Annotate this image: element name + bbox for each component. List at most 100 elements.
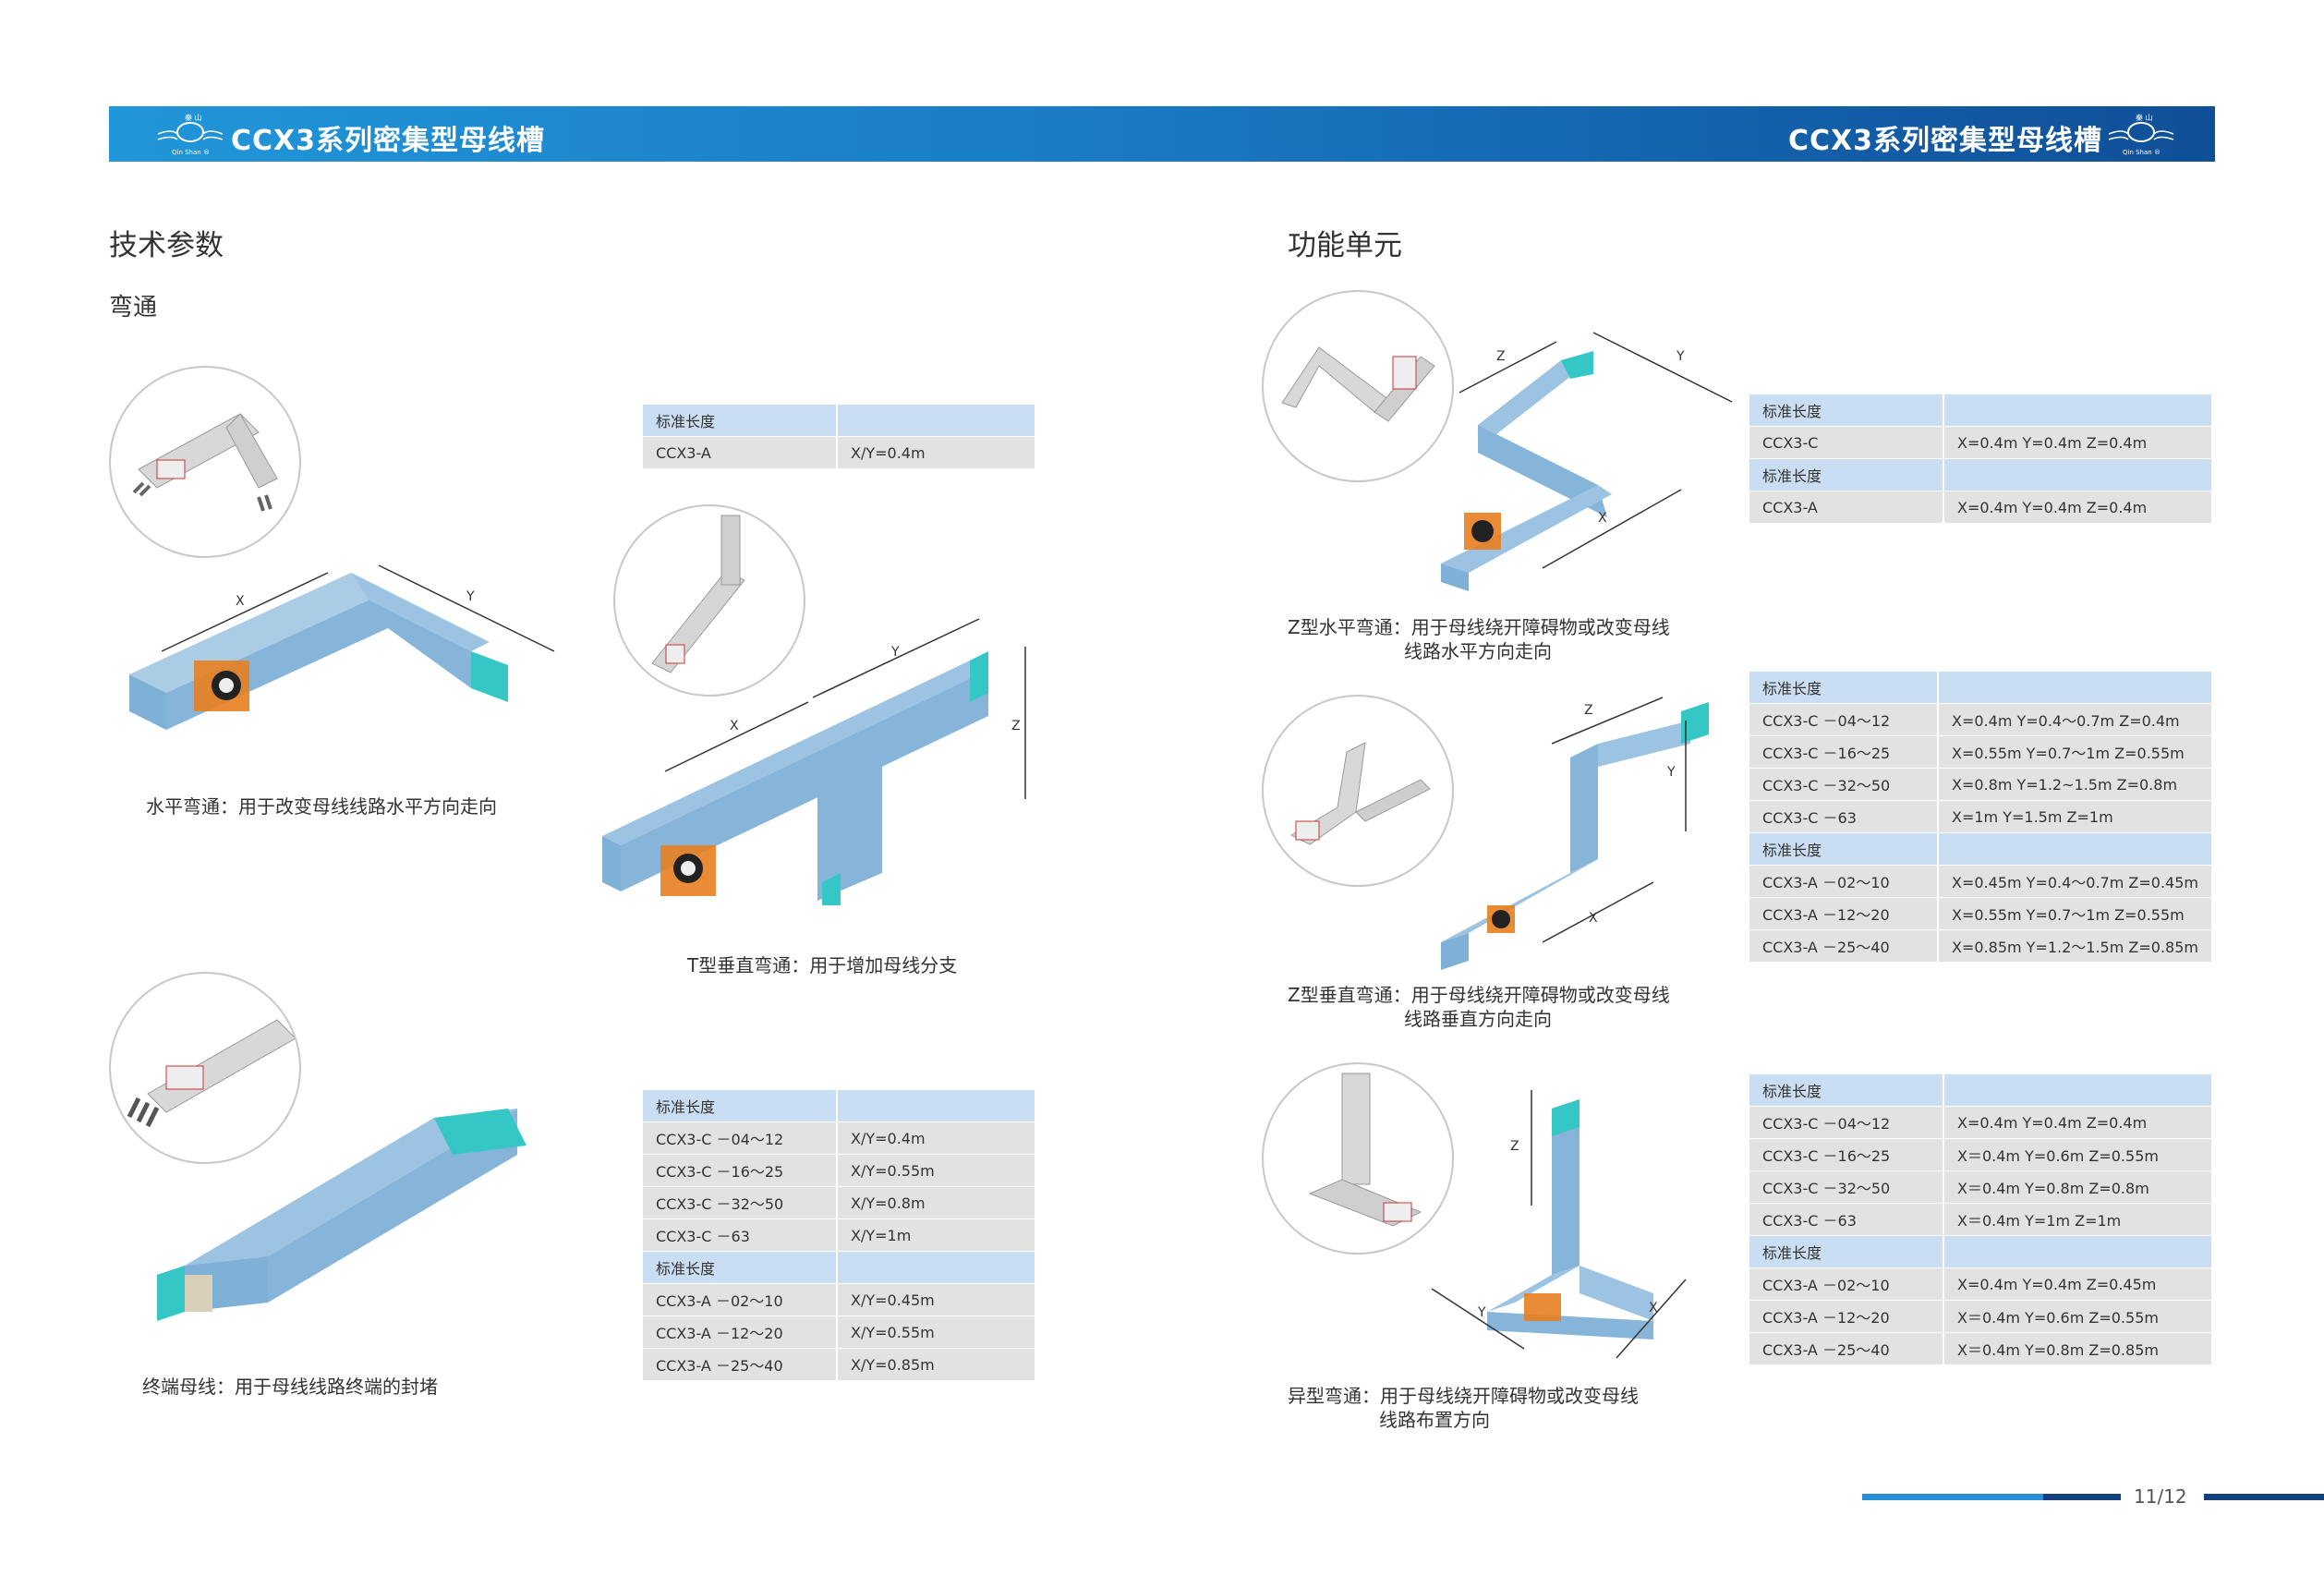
table-cell: CCX3-A －12～20 (643, 1315, 838, 1349)
table-cell: CCX3-C －63 (1749, 1203, 1944, 1236)
table-cell: 标准长度 (1749, 672, 1939, 704)
table-cell: CCX3-C －04～12 (1749, 703, 1939, 736)
dim-y-label: Y (466, 589, 475, 604)
table-cell: CCX3-C －16～25 (1749, 1138, 1944, 1171)
table-cell: CCX3-C －63 (1749, 800, 1939, 833)
section-title-tech-params: 技术参数 (109, 229, 224, 262)
t-elbow-drawing: X Y Z (602, 618, 1026, 905)
table-cell: CCX3-C －32～50 (1749, 768, 1939, 801)
table-header-row: 标准长度 (1749, 458, 2213, 491)
svg-text:秦 山: 秦 山 (2136, 113, 2153, 122)
horizontal-elbow-drawing: X Y (129, 564, 555, 730)
zv-dim-z-label: Z (1584, 703, 1593, 718)
svg-text:秦 山: 秦 山 (185, 113, 202, 122)
z-vertical-elbow-drawing: Z Y X (1441, 697, 1709, 970)
table-cell: CCX3-A －12～20 (1749, 1300, 1944, 1333)
table-header-row: 标准长度 (643, 1251, 1036, 1284)
zh-dim-x-label: X (1598, 511, 1607, 526)
table-cell: X=0.4m Y=0.4m Z=0.4m (1943, 491, 2213, 524)
table-cell: X/Y=0.55m (837, 1315, 1036, 1349)
caption-special-1: 异型弯通：用于母线绕开障碍物或改变母线 (1288, 1385, 1639, 1407)
table-header-row: 标准长度 (1749, 672, 2213, 704)
table-header-row: 标准长度 (643, 1090, 1036, 1122)
table-cell: CCX3-C －32～50 (643, 1186, 838, 1219)
t-dim-x-label: X (730, 719, 739, 733)
table-cell: CCX3-A －12～20 (1749, 897, 1939, 930)
photo-end-bus (109, 972, 301, 1164)
section-title-function-unit: 功能单元 (1288, 229, 1402, 262)
table-cell: X=0.4m Y=0.4m Z=0.45m (1943, 1267, 2213, 1301)
table-cell: X/Y=0.4m (837, 436, 1036, 469)
table-header-row: 标准长度 (1749, 832, 2213, 866)
header-title-left: CCX3系列密集型母线槽 (231, 125, 546, 157)
table-cell: CCX3-A －02～10 (1749, 1267, 1944, 1301)
table-cell: CCX3-C －16～25 (643, 1154, 838, 1187)
table-cell (1938, 832, 2213, 866)
table-cell: X=0.45m Y=0.4～0.7m Z=0.45m (1938, 865, 2213, 898)
table-cell: X=0.55m Y=0.7～1m Z=0.55m (1938, 897, 2213, 930)
table-cell: 标准长度 (643, 405, 838, 437)
caption-z-vertical-2: 线路垂直方向走向 (1404, 1008, 1552, 1030)
photo-horizontal-elbow (109, 366, 301, 558)
zv-dim-x-label: X (1589, 911, 1598, 926)
table-cell: X＝0.4m Y=0.8m Z=0.85m (1943, 1332, 2213, 1365)
sp-dim-y-label: Y (1477, 1305, 1486, 1320)
z-horizontal-elbow-drawing: Z Y X (1441, 332, 1733, 591)
table-cell: CCX3-A (643, 436, 838, 469)
caption-horizontal-elbow: 水平弯通：用于改变母线线路水平方向走向 (146, 795, 497, 818)
table-cell: CCX3-A －02～10 (1749, 865, 1939, 898)
table-cell: X/Y=0.8m (837, 1186, 1036, 1219)
table-cell (1943, 458, 2213, 491)
zh-dim-z-label: Z (1496, 349, 1506, 364)
caption-t-elbow: T型垂直弯通：用于增加母线分支 (687, 954, 958, 976)
table-cell: X＝0.4m Y=0.6m Z=0.55m (1943, 1300, 2213, 1333)
table-cell: CCX3-C －04～12 (643, 1121, 838, 1155)
page-bar-left (1862, 1494, 2043, 1500)
special-elbow-drawing: Z Y X (1431, 1090, 1687, 1359)
page-bar-mid (2043, 1494, 2121, 1500)
table-cell: X/Y=0.45m (837, 1283, 1036, 1316)
header-banner: 秦 山 Qin Shan ® CCX3系列密集型母线槽 CCX3系列密集型母线槽… (109, 106, 2215, 162)
t-dim-y-label: Y (890, 645, 900, 660)
page-number: 11/12 (2134, 1485, 2187, 1508)
table-cell: 标准长度 (1749, 1235, 1944, 1268)
table-cell: X=0.4m Y=0.4～0.7m Z=0.4m (1938, 703, 2213, 736)
caption-z-horizontal-2: 线路水平方向走向 (1404, 640, 1552, 662)
sp-dim-z-label: Z (1510, 1139, 1519, 1154)
table-cell: CCX3-A －02～10 (643, 1283, 838, 1316)
zv-dim-y-label: Y (1666, 765, 1676, 780)
table-cell (837, 405, 1036, 437)
table-cell: CCX3-C －32～50 (1749, 1170, 1944, 1204)
table-cell (837, 1251, 1036, 1284)
table-cell: X/Y=0.55m (837, 1154, 1036, 1187)
table-cell (1943, 394, 2213, 427)
table-cell: X/Y=1m (837, 1218, 1036, 1252)
photo-special-elbow (1262, 1062, 1454, 1255)
table-header-row: 标准长度 (1749, 1235, 2213, 1268)
table-cell (1943, 1074, 2213, 1107)
table-cell: X=0.8m Y=1.2~1.5m Z=0.8m (1938, 768, 2213, 801)
table-cell: X=1m Y=1.5m Z=1m (1938, 800, 2213, 833)
table-cell: 标准长度 (1749, 458, 1944, 491)
table-cell: CCX3-C －04～12 (1749, 1106, 1944, 1139)
table-cell: X=0.4m Y=0.4m Z=0.4m (1943, 1106, 2213, 1139)
table-cell: 标准长度 (1749, 394, 1944, 427)
table-cell (837, 1090, 1036, 1122)
table-cell: CCX3-C (1749, 426, 1944, 459)
svg-text:Qin Shan ®: Qin Shan ® (172, 149, 210, 156)
